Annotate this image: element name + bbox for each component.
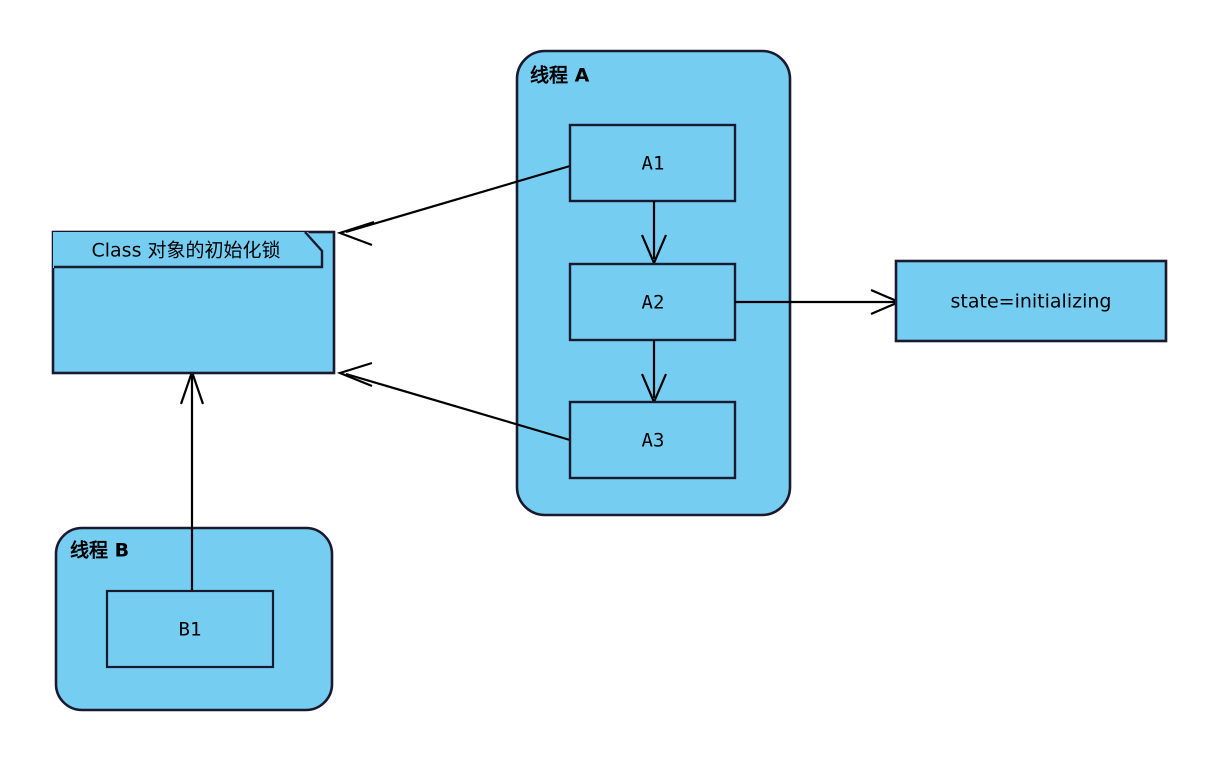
node-a3[interactable]: A3: [568, 400, 737, 480]
node-b1[interactable]: B1: [105, 589, 275, 669]
lock-box-title: Class 对象的初始化锁: [91, 240, 280, 262]
node-a3-box[interactable]: [568, 400, 737, 480]
node-a2-label: A2: [642, 292, 665, 314]
node-b1-label: B1: [179, 619, 202, 641]
connector-a3-to-lock: [336, 361, 571, 442]
arrowhead-a1-to-lock: [336, 220, 375, 247]
thread-a-title: 线程 A: [530, 64, 590, 87]
node-a1-label: A1: [642, 153, 665, 175]
node-a1-box[interactable]: [568, 123, 737, 203]
connector-a1-to-lock: [336, 164, 571, 247]
state-box[interactable]: state=initializing: [894, 259, 1168, 343]
arrowhead-a3-to-lock: [336, 361, 373, 388]
state-box-rect[interactable]: [894, 259, 1168, 343]
lock-box-title-tab: [54, 231, 324, 269]
thread-b-title: 线程 B: [70, 539, 129, 562]
class-init-lock-box[interactable]: Class 对象的初始化锁: [51, 230, 336, 375]
lock-box-title-band-fill: [53, 232, 325, 268]
connector-a1-to-lock-line: [345, 164, 571, 234]
state-box-label: state=initializing: [951, 291, 1112, 313]
node-a1[interactable]: A1: [568, 123, 737, 203]
node-a2-box[interactable]: [568, 262, 737, 342]
node-b1-box[interactable]: [105, 589, 275, 669]
node-a2[interactable]: A2: [568, 262, 737, 342]
connector-a3-to-lock-line: [345, 372, 571, 442]
node-a3-label: A3: [642, 430, 665, 452]
